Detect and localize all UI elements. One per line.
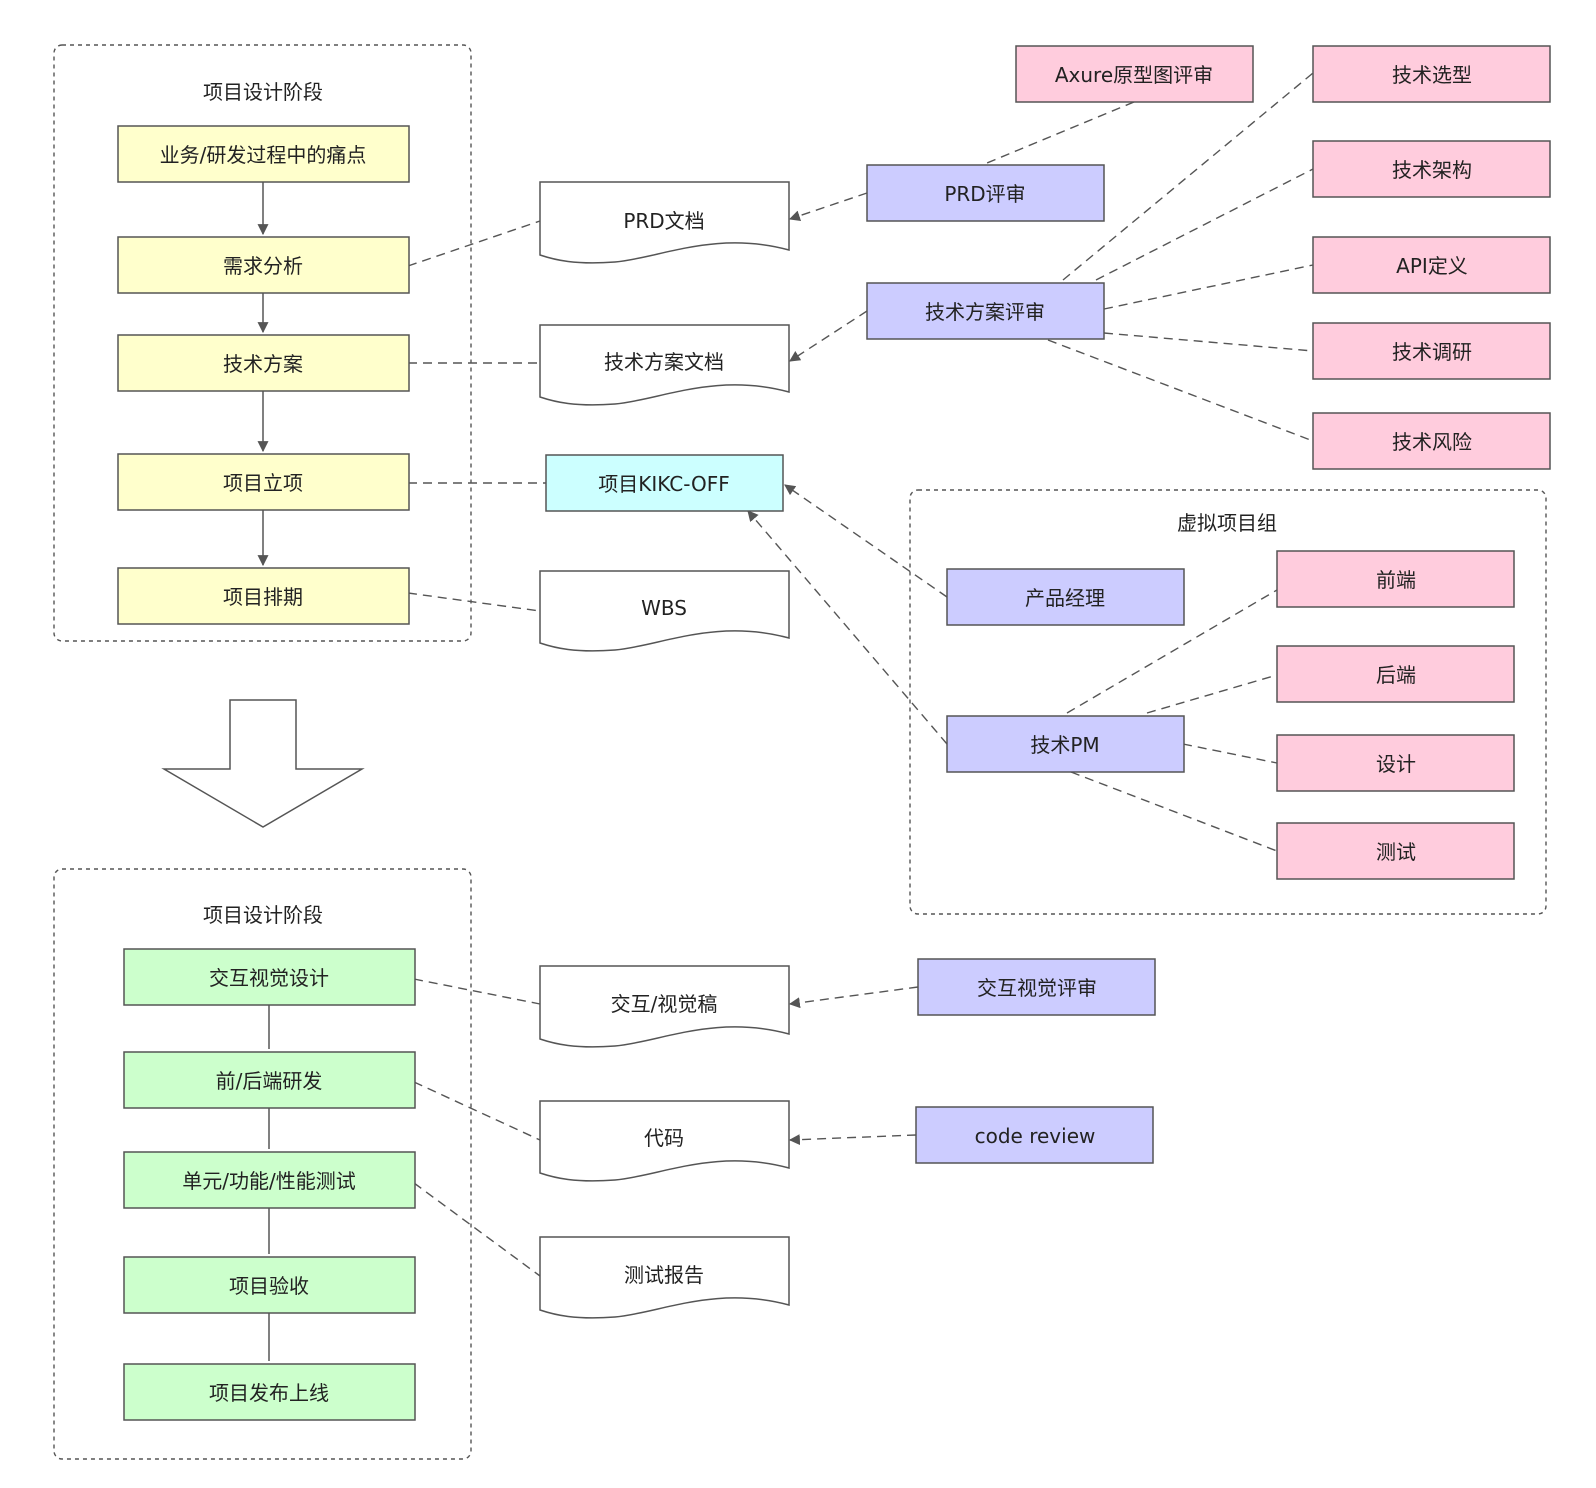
flow-step-label: 项目立项 bbox=[223, 471, 303, 495]
role-tech-pm: 技术PM bbox=[946, 715, 1185, 773]
role-label: 后端 bbox=[1376, 663, 1416, 687]
link-tech-review-architecture bbox=[1095, 168, 1314, 281]
link-tech-pm-design bbox=[1182, 743, 1278, 764]
role-label: 技术PM bbox=[1030, 733, 1099, 757]
flow-step-label: 项目排期 bbox=[223, 585, 303, 609]
link-tech-review-api bbox=[1103, 264, 1314, 310]
link-ui-design-draft bbox=[413, 978, 541, 1005]
topic-risk: 技术风险 bbox=[1312, 412, 1551, 470]
document-test-report: 测试报告 bbox=[539, 1236, 790, 1319]
kickoff-box: 项目KIKC-OFF bbox=[545, 454, 784, 512]
design-phase-title-bottom: 项目设计阶段 bbox=[203, 903, 323, 927]
topic-architecture: 技术架构 bbox=[1312, 140, 1551, 198]
document-ui-draft: 交互/视觉稿 bbox=[539, 965, 790, 1048]
document-label: PRD文档 bbox=[623, 209, 704, 233]
arrow-ui-review-to-draft bbox=[788, 986, 919, 1009]
flow-step-label: 项目发布上线 bbox=[209, 1381, 329, 1405]
link-testing-report bbox=[413, 1182, 541, 1277]
document-prd: PRD文档 bbox=[539, 181, 790, 264]
role-product-manager: 产品经理 bbox=[946, 568, 1185, 626]
link-dev-code bbox=[413, 1081, 541, 1141]
phase-transition-arrow bbox=[161, 699, 365, 828]
link-tech-review-selection bbox=[1062, 72, 1314, 281]
topic-api: API定义 bbox=[1312, 236, 1551, 294]
role-frontend: 前端 bbox=[1276, 550, 1515, 608]
arrow-prd-review-to-doc bbox=[788, 192, 868, 222]
flow-step-label: 项目验收 bbox=[229, 1274, 309, 1298]
role-label: 产品经理 bbox=[1025, 586, 1105, 610]
virtual-team-frame bbox=[909, 489, 1547, 915]
document-label: 交互/视觉稿 bbox=[611, 992, 718, 1016]
flow-step-label: 需求分析 bbox=[223, 254, 303, 278]
flow-step-approval: 项目立项 bbox=[117, 453, 410, 511]
review-label: 技术方案评审 bbox=[925, 300, 1045, 324]
document-label: 代码 bbox=[644, 1126, 684, 1150]
flow-step-acceptance: 项目验收 bbox=[123, 1256, 416, 1314]
flow-step-release: 项目发布上线 bbox=[123, 1363, 416, 1421]
review-axure: Axure原型图评审 bbox=[1015, 45, 1254, 103]
link-tech-pm-frontend bbox=[1066, 589, 1278, 714]
review-tech: 技术方案评审 bbox=[866, 282, 1105, 340]
flow-step-label: 业务/研发过程中的痛点 bbox=[160, 143, 367, 167]
topic-label: 技术风险 bbox=[1392, 430, 1472, 454]
document-code: 代码 bbox=[539, 1100, 790, 1182]
topic-label: 技术选型 bbox=[1392, 63, 1472, 87]
flow-step-tech-plan: 技术方案 bbox=[117, 334, 410, 392]
review-prd: PRD评审 bbox=[866, 164, 1105, 222]
flow-step-schedule: 项目排期 bbox=[117, 567, 410, 625]
arrow-tech-review-to-doc bbox=[789, 310, 868, 362]
flow-step-pain-points: 业务/研发过程中的痛点 bbox=[117, 125, 410, 183]
link-tech-review-research bbox=[1103, 332, 1314, 352]
link-requirements-prd-doc bbox=[407, 220, 541, 267]
role-label: 测试 bbox=[1376, 840, 1416, 864]
design-phase-frame-top bbox=[53, 44, 472, 642]
topic-label: 技术调研 bbox=[1392, 340, 1472, 364]
review-label: code review bbox=[975, 1124, 1096, 1148]
role-label: 设计 bbox=[1376, 752, 1416, 776]
review-ui: 交互视觉评审 bbox=[917, 958, 1156, 1016]
arrow-pm-to-kickoff bbox=[784, 484, 948, 598]
flow-step-testing: 单元/功能/性能测试 bbox=[123, 1151, 416, 1209]
role-backend: 后端 bbox=[1276, 645, 1515, 703]
flow-step-label: 技术方案 bbox=[223, 352, 303, 376]
role-design: 设计 bbox=[1276, 734, 1515, 792]
role-test: 测试 bbox=[1276, 822, 1515, 880]
link-tech-pm-test bbox=[1070, 771, 1278, 852]
review-label: Axure原型图评审 bbox=[1055, 63, 1213, 87]
topic-label: API定义 bbox=[1396, 254, 1468, 278]
arrow-code-review-to-code bbox=[788, 1134, 917, 1146]
link-tech-review-risk bbox=[1047, 339, 1314, 442]
review-label: PRD评审 bbox=[944, 182, 1025, 206]
review-label: 交互视觉评审 bbox=[977, 976, 1097, 1000]
role-label: 前端 bbox=[1376, 568, 1416, 592]
arrow-tech-pm-to-kickoff bbox=[747, 510, 948, 745]
document-label: 测试报告 bbox=[624, 1263, 704, 1287]
document-label: 技术方案文档 bbox=[604, 350, 724, 374]
document-label: WBS bbox=[641, 596, 687, 620]
design-phase-frame-bottom bbox=[53, 868, 472, 1460]
design-phase-title-top: 项目设计阶段 bbox=[203, 80, 323, 104]
topic-label: 技术架构 bbox=[1392, 158, 1472, 182]
link-tech-pm-backend bbox=[1146, 674, 1278, 714]
document-wbs: WBS bbox=[539, 570, 790, 652]
link-axure-prd-review bbox=[986, 101, 1135, 164]
review-code: code review bbox=[915, 1106, 1154, 1164]
flow-step-label: 前/后端研发 bbox=[216, 1069, 323, 1093]
topic-research: 技术调研 bbox=[1312, 322, 1551, 380]
flow-step-label: 交互视觉设计 bbox=[209, 966, 329, 990]
topic-selection: 技术选型 bbox=[1312, 45, 1551, 103]
flow-step-dev: 前/后端研发 bbox=[123, 1051, 416, 1109]
document-tech-plan: 技术方案文档 bbox=[539, 324, 790, 406]
flow-step-ui-design: 交互视觉设计 bbox=[123, 948, 416, 1006]
virtual-team-title: 虚拟项目组 bbox=[1177, 511, 1277, 535]
kickoff-label: 项目KIKC-OFF bbox=[598, 472, 730, 496]
flow-step-requirements: 需求分析 bbox=[117, 236, 410, 294]
flow-step-label: 单元/功能/性能测试 bbox=[182, 1169, 355, 1193]
link-schedule-wbs bbox=[407, 592, 541, 612]
